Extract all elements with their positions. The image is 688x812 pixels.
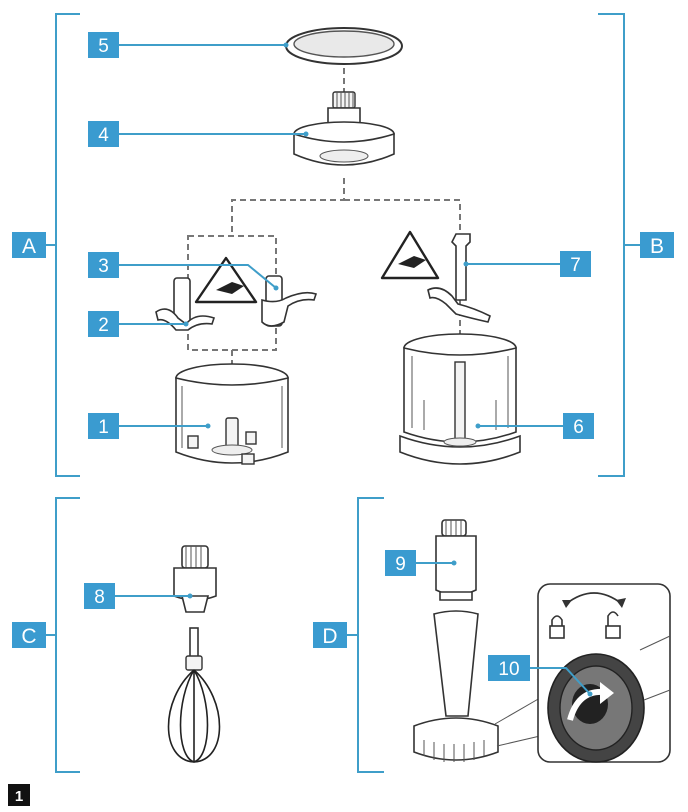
whisk (167, 627, 221, 763)
label-box-b (640, 232, 674, 258)
part-label-4: 4 (88, 121, 309, 147)
lock-detail-callout (537, 583, 671, 763)
part-label-1: 1 (88, 413, 211, 439)
part-label-2: 2 (88, 311, 189, 337)
part-label-8: 8 (84, 583, 193, 609)
small-blade-left (155, 277, 216, 331)
svg-text:7: 7 (570, 255, 581, 276)
svg-text:9: 9 (395, 554, 406, 575)
svg-text:10: 10 (498, 659, 519, 680)
svg-text:3: 3 (98, 256, 109, 277)
bracket-group-a: A (12, 13, 80, 477)
rotate-arrow-icon (567, 682, 614, 721)
part-label-9: 9 (385, 550, 457, 576)
bracket-group-b: B (598, 13, 674, 477)
chopper-lid (293, 91, 395, 166)
warning-triangle-hand-icon (194, 256, 258, 304)
part-label-10: 10 (488, 655, 593, 697)
bracket-group-c: C (12, 497, 80, 773)
large-blade (427, 233, 491, 323)
label-box-c (12, 622, 46, 648)
large-chopper-bowl (399, 333, 521, 465)
part-label-5: 5 (88, 32, 289, 58)
part-label-6: 6 (475, 413, 594, 439)
lock-open-icon (605, 611, 621, 639)
bracket-group-d: D (313, 497, 384, 773)
svg-text:8: 8 (94, 587, 105, 608)
warning-triangle-hand-icon-large (380, 230, 440, 280)
masher-gearbox (435, 519, 477, 601)
svg-text:5: 5 (98, 36, 109, 57)
potato-masher (413, 610, 541, 762)
svg-text:4: 4 (98, 125, 109, 146)
label-box-d (313, 622, 347, 648)
svg-text:6: 6 (573, 417, 584, 438)
svg-text:1: 1 (98, 417, 109, 438)
label-box-a (12, 232, 46, 258)
small-chopper-bowl (175, 363, 289, 465)
whisk-gearbox (173, 545, 217, 613)
part-label-3: 3 (88, 252, 279, 291)
label-c: C (21, 625, 36, 648)
seal-ring (285, 27, 403, 65)
label-a: A (22, 235, 36, 258)
svg-text:2: 2 (98, 315, 109, 336)
masher-base-closeup (547, 635, 671, 763)
part-label-7: 7 (463, 251, 591, 277)
label-b: B (650, 235, 664, 258)
svg-text:1: 1 (15, 788, 23, 805)
label-d: D (322, 625, 337, 648)
figure-number: 1 (8, 784, 30, 806)
lock-closed-icon (549, 615, 565, 639)
